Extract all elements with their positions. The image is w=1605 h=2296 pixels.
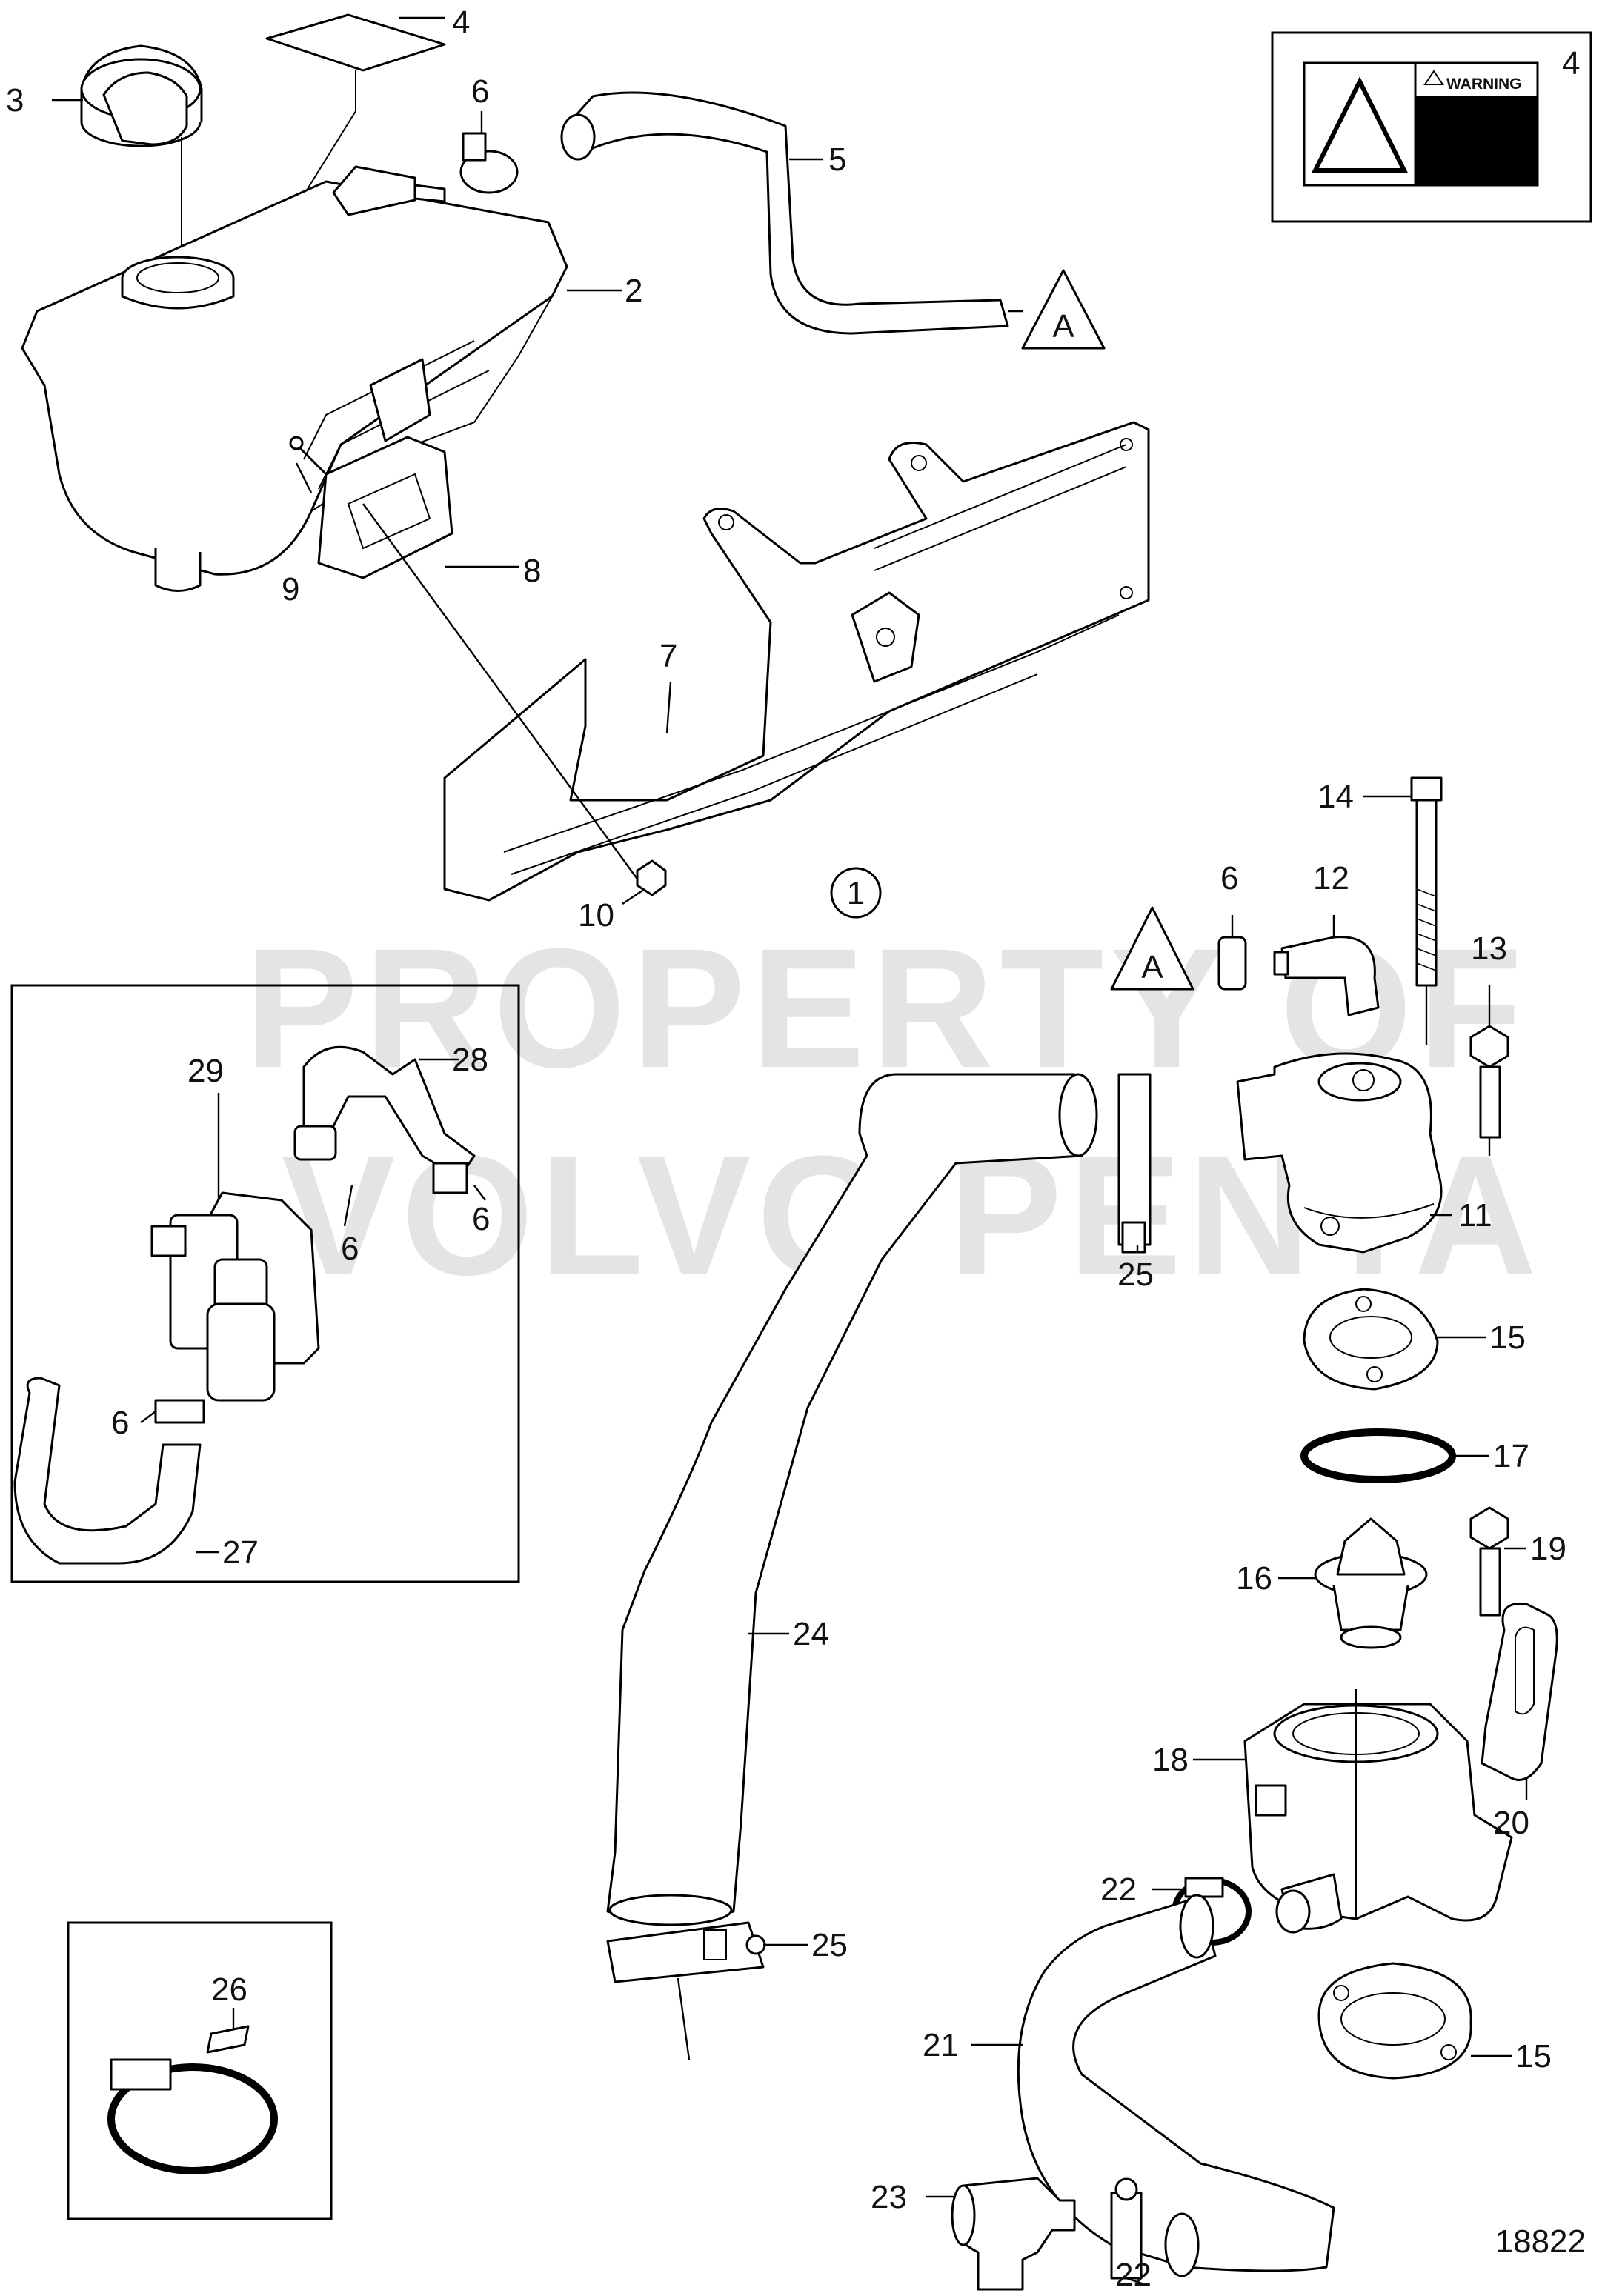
callout-20: 20	[1493, 1805, 1529, 1841]
mounting-bracket	[443, 421, 1150, 902]
assembly-axis-line-9-10	[362, 503, 645, 890]
callout-4-warning-box: 4	[1562, 45, 1580, 81]
callout-5: 5	[828, 142, 846, 178]
callout-4-decal: 4	[452, 4, 470, 41]
callout-25-lower: 25	[811, 1927, 848, 1963]
callout-11: 11	[1458, 1197, 1492, 1234]
clip-bracket	[317, 436, 453, 579]
callout-15-lower: 15	[1515, 2038, 1552, 2074]
inset-box-clamp	[67, 1921, 333, 2220]
callout-16: 16	[1236, 1560, 1272, 1597]
callout-6-inset-c: 6	[111, 1405, 129, 1441]
callout-26: 26	[211, 1971, 247, 2008]
short-bolt	[1469, 1025, 1509, 1156]
hose-clamp-upper	[1117, 1073, 1152, 1254]
callout-9: 9	[282, 571, 299, 608]
circle-1-label: 1	[847, 875, 865, 911]
callout-24: 24	[793, 1616, 829, 1652]
hose-clamp-lower	[606, 1921, 766, 2060]
warning-triangle-icon	[1312, 76, 1408, 173]
nut	[636, 859, 667, 896]
callout-21: 21	[923, 2027, 959, 2063]
gasket-lower	[1317, 1962, 1472, 2080]
thermostat	[1314, 1517, 1428, 1649]
screw-small	[289, 436, 328, 476]
reference-circle-1: 1	[830, 867, 882, 919]
filler-cap	[80, 44, 203, 267]
thermostat-housing	[1243, 1689, 1513, 1934]
coolant-hose-long	[606, 1073, 1098, 1926]
coolant-hose-lower	[1017, 1894, 1335, 2277]
lifting-eye	[1481, 1602, 1558, 1781]
triangle-a-label: A	[1052, 308, 1074, 345]
callout-27: 27	[222, 1534, 259, 1571]
callout-22-lower: 22	[1115, 2257, 1152, 2292]
bolt-19	[1469, 1506, 1509, 1617]
callout-23: 23	[871, 2179, 907, 2215]
vent-hose-top	[560, 91, 1009, 335]
gasket-upper	[1303, 1288, 1439, 1391]
callout-8: 8	[523, 553, 541, 589]
figure-number: 18822	[1495, 2223, 1586, 2260]
callout-2: 2	[625, 273, 642, 309]
callout-28: 28	[452, 1042, 488, 1078]
hose-clamp-mid	[1217, 936, 1247, 991]
thermostat-housing-cover	[1236, 1052, 1443, 1254]
warning-decal-box: WARNING	[1271, 31, 1592, 223]
reference-triangle-a-mid: A	[1110, 906, 1194, 991]
warning-text: WARNING	[1446, 76, 1522, 93]
hose-clamp-top	[459, 132, 519, 194]
long-bolt	[1410, 776, 1443, 1045]
callout-14: 14	[1317, 779, 1354, 815]
callout-25-upper: 25	[1117, 1257, 1154, 1293]
triangle-a-mid-label: A	[1141, 949, 1163, 985]
callout-17: 17	[1493, 1438, 1529, 1474]
hose-clamp-22-lower	[1110, 2177, 1143, 2280]
callout-10: 10	[578, 897, 614, 934]
reference-triangle-a-top: A	[1021, 269, 1106, 350]
o-ring	[1300, 1428, 1456, 1483]
callout-6-inset-a: 6	[341, 1231, 359, 1267]
elbow-fitting	[1273, 936, 1380, 1016]
callout-6-inset-b: 6	[472, 1201, 490, 1237]
warning-small-triangle-icon	[1423, 70, 1444, 85]
callout-6-top: 6	[471, 73, 489, 110]
callout-12: 12	[1313, 860, 1349, 896]
callout-7: 7	[659, 638, 677, 674]
callout-15-upper: 15	[1489, 1320, 1526, 1356]
callout-29: 29	[187, 1053, 224, 1089]
callout-19: 19	[1530, 1531, 1566, 1567]
leader-lines	[52, 16, 1528, 2287]
expansion-tank	[21, 165, 568, 592]
elbow-fitting-23	[951, 2177, 1076, 2291]
callout-labels: 3 4 4 6 5 2 8 9 7 10 14 6 12 13 29 28 6 …	[6, 4, 1580, 2293]
inset-box-pump	[10, 984, 520, 1583]
callout-6-mid: 6	[1220, 860, 1238, 896]
callout-13: 13	[1471, 931, 1507, 967]
callout-22-upper: 22	[1100, 1871, 1137, 1908]
callout-3: 3	[6, 82, 24, 119]
callout-18: 18	[1152, 1742, 1189, 1778]
